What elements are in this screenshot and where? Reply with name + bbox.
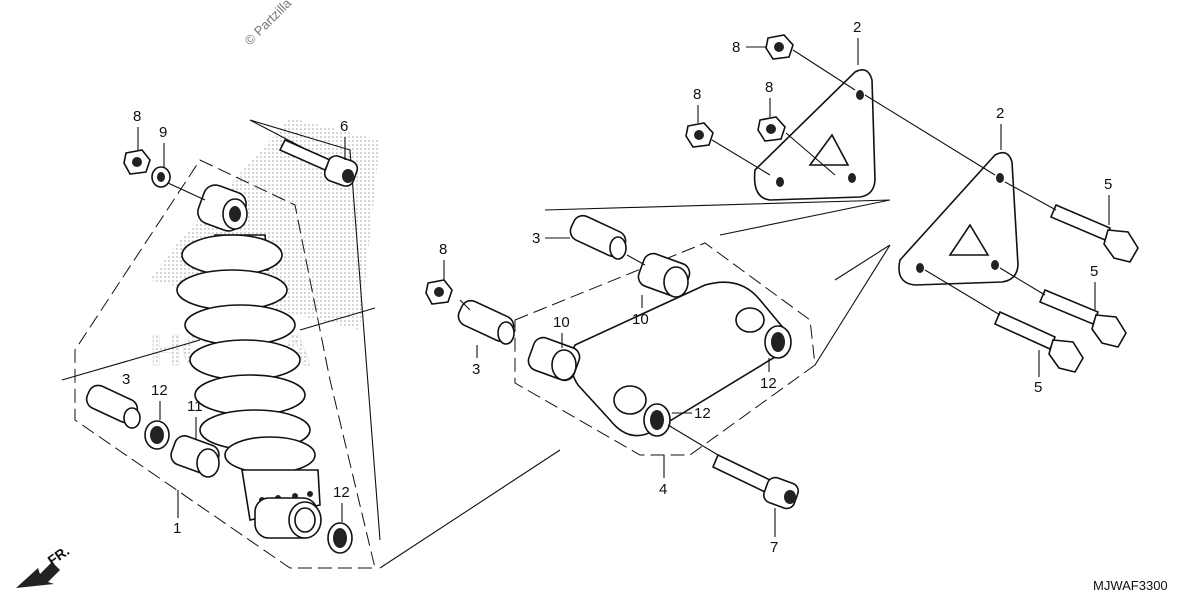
callout-9: 9 — [159, 124, 167, 141]
callout-8-upper-left: 8 — [693, 86, 701, 103]
callout-10-top: 10 — [632, 311, 649, 328]
needle-bearing-10-top — [637, 252, 691, 298]
cushion-arm-4 — [569, 281, 787, 437]
nut-8-upper-left — [685, 122, 714, 148]
dust-seal-12-arm-right — [764, 325, 792, 359]
bolt-5-top — [1049, 203, 1139, 263]
callout-12-bottom: 12 — [333, 484, 350, 501]
callout-8-upper-mid: 8 — [765, 79, 773, 96]
bracket-2-upper — [753, 69, 876, 201]
callout-12-left: 12 — [151, 382, 168, 399]
cushion-arm-group-outline — [514, 199, 891, 456]
needle-bearing-11 — [170, 435, 220, 478]
callout-8-middle: 8 — [439, 241, 447, 258]
collar-3-middle — [457, 299, 515, 345]
shock-spring — [176, 234, 316, 474]
bolt-5-bottom — [993, 310, 1084, 373]
bracket-2-lower — [898, 151, 1019, 286]
callout-labels: 1 2 2 3 3 3 4 5 5 5 6 7 8 8 8 8 8 9 — [122, 19, 1112, 556]
front-direction-arrow-icon: FR. — [16, 542, 72, 588]
linkage-hardware — [425, 214, 800, 510]
rear-shock-absorber — [176, 184, 322, 539]
needle-bearing-10-lower — [527, 336, 581, 382]
dust-seal-12-left — [144, 420, 170, 450]
callout-3-middle: 3 — [472, 361, 480, 378]
callout-2-upper: 2 — [853, 19, 861, 36]
callout-3-left: 3 — [122, 371, 130, 388]
nut-8-top — [765, 34, 794, 60]
callout-4: 4 — [659, 481, 667, 498]
callout-5-bottom: 5 — [1034, 379, 1042, 396]
collar-3-top — [569, 214, 627, 260]
direction-label: FR. — [45, 542, 73, 568]
shock-hardware — [85, 138, 359, 554]
nut-8-top-left — [123, 149, 151, 175]
callout-5-top: 5 — [1104, 176, 1112, 193]
callout-6: 6 — [340, 118, 348, 135]
callout-1: 1 — [173, 520, 181, 537]
callout-10-lower: 10 — [553, 314, 570, 331]
partzilla-watermark: © Partzilla — [242, 0, 295, 48]
bolt-7 — [711, 453, 800, 510]
shock-group-outline — [61, 119, 561, 569]
callout-7: 7 — [770, 539, 778, 556]
bolt-5-middle — [1038, 288, 1127, 348]
callout-12-arm-lower: 12 — [694, 405, 711, 422]
callout-12-arm-right: 12 — [760, 375, 777, 392]
dust-seal-12-arm-lower — [643, 403, 671, 437]
callout-8-top-left: 8 — [133, 108, 141, 125]
dust-seal-12-bottom — [327, 522, 353, 554]
collar-3-left — [85, 384, 141, 429]
callout-11: 11 — [187, 398, 203, 415]
diagram-code: MJWAF3300 — [1093, 578, 1168, 593]
callout-3-top: 3 — [532, 230, 540, 247]
nut-8-middle — [425, 279, 453, 305]
washer-9 — [151, 166, 171, 188]
callout-8-top: 8 — [732, 39, 740, 56]
callout-5-middle: 5 — [1090, 263, 1098, 280]
callout-2-lower: 2 — [996, 105, 1004, 122]
nut-8-upper-mid — [757, 116, 786, 142]
bracket-hardware — [685, 34, 1139, 373]
